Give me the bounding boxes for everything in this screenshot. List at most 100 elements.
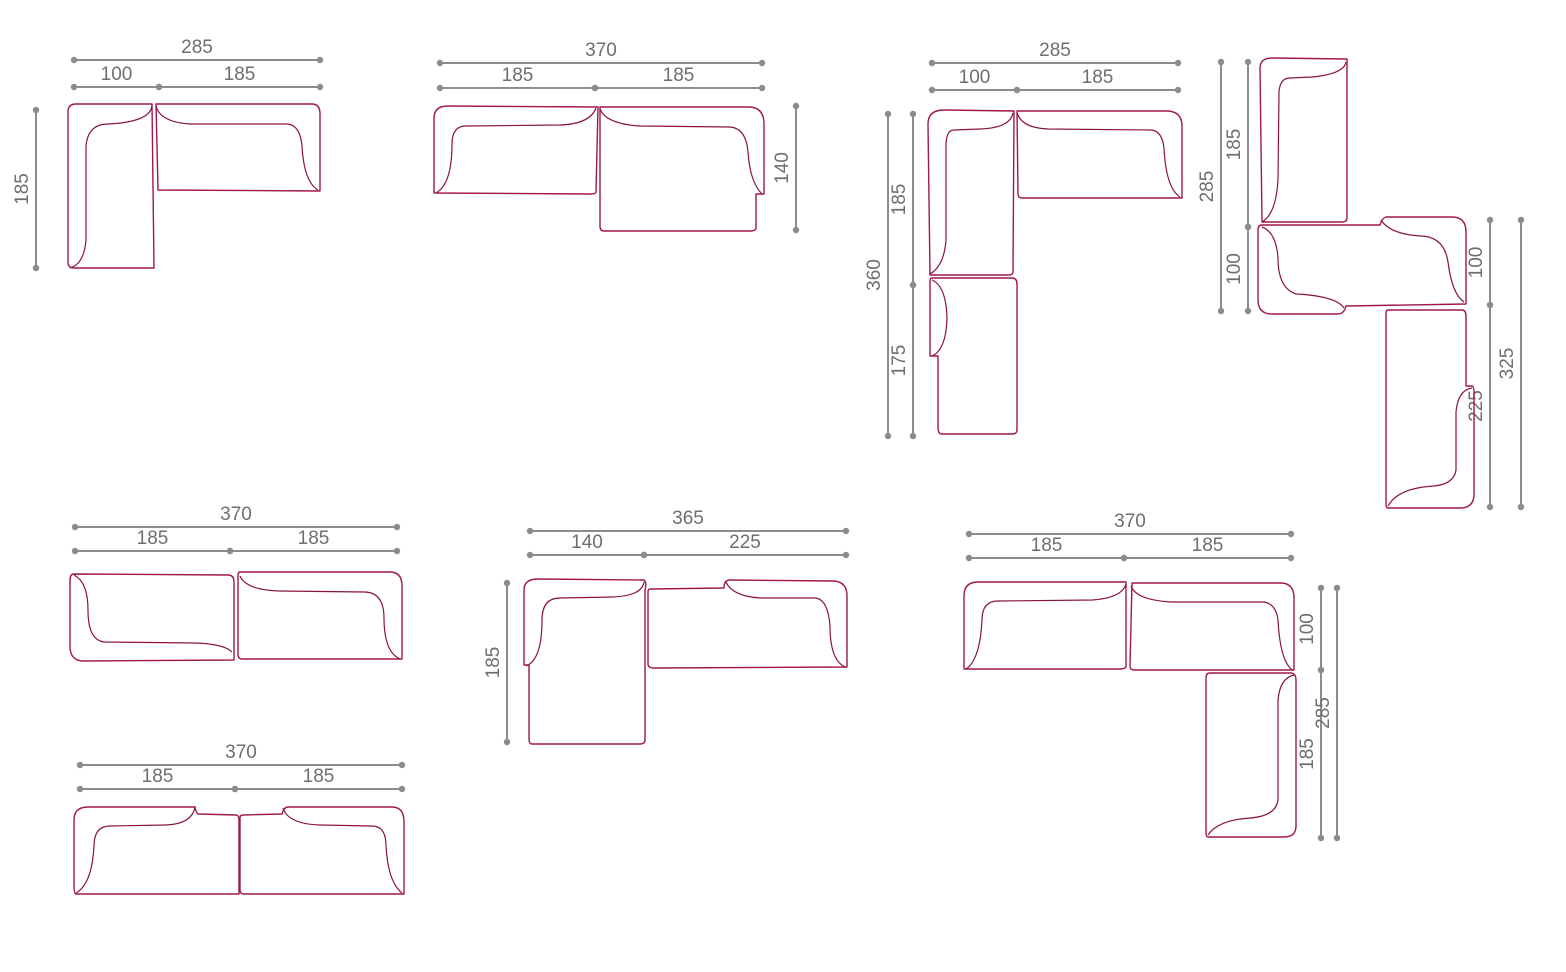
- dimension-endpoint: [436, 84, 444, 92]
- dimension-label: 185: [1224, 129, 1245, 161]
- dimension-line: 185: [1297, 666, 1325, 842]
- module-outline: [155, 103, 321, 192]
- backrest-armrest-outline: [931, 279, 948, 357]
- dimension-endpoint: [842, 527, 850, 535]
- backrest-armrest-outline: [929, 112, 1014, 275]
- dimension-line: 185: [71, 528, 234, 555]
- dimension-endpoint: [928, 86, 936, 94]
- dimension-endpoint: [398, 761, 406, 769]
- dimension-endpoint: [1174, 86, 1182, 94]
- backrest-armrest-outline: [69, 105, 153, 269]
- sofa-module: [155, 103, 321, 192]
- backrest-armrest-outline: [1387, 387, 1473, 507]
- module-outline: [599, 106, 765, 232]
- dimension-endpoint: [393, 547, 401, 555]
- dimension-label: 100: [959, 67, 991, 88]
- dimension-label: 100: [101, 64, 133, 85]
- dimension-line: 225: [1466, 301, 1494, 511]
- dimension-line: 185: [1120, 535, 1295, 562]
- dimension-endpoint: [1217, 58, 1225, 66]
- module-outline: [963, 581, 1127, 670]
- sofa-configuration: 365 140 225 185: [483, 508, 850, 746]
- dimension-line: 175: [889, 281, 917, 440]
- dimension-endpoint: [1174, 59, 1182, 67]
- dimension-line: 365: [526, 508, 850, 535]
- module-outline: [647, 579, 848, 669]
- dimension-endpoint: [1013, 86, 1021, 94]
- module-outline: [1385, 309, 1475, 509]
- dimension-label: 285: [1039, 40, 1071, 61]
- sofa-module: [433, 105, 599, 195]
- dimension-label: 185: [889, 184, 910, 216]
- dimension-line: 185: [226, 528, 401, 555]
- dimension-endpoint: [503, 579, 511, 587]
- dimension-label: 325: [1497, 348, 1518, 380]
- dimension-label: 185: [1297, 738, 1318, 770]
- dimension-label: 185: [12, 173, 33, 205]
- dimension-endpoint: [928, 59, 936, 67]
- module-outline: [433, 105, 599, 195]
- dimension-line: 185: [231, 766, 406, 793]
- dimension-line: 285: [928, 40, 1182, 67]
- dimension-label: 185: [502, 65, 534, 86]
- backrest-armrest-outline: [525, 581, 645, 667]
- dimension-endpoint: [965, 530, 973, 538]
- dimension-label: 100: [1466, 247, 1487, 279]
- dimension-endpoint: [758, 59, 766, 67]
- dimension-line: 185: [1013, 67, 1182, 94]
- dimension-endpoint: [316, 56, 324, 64]
- backrest-armrest-outline: [1207, 674, 1295, 836]
- dimension-endpoint: [1517, 503, 1525, 511]
- sofa-module: [67, 103, 155, 269]
- dimension-label: 360: [864, 259, 885, 291]
- dimension-label: 225: [729, 532, 761, 553]
- module-outline: [1259, 57, 1348, 223]
- sofa-module: [1016, 110, 1183, 199]
- dimension-endpoint: [393, 523, 401, 531]
- dimension-line: 285: [70, 37, 324, 64]
- dimension-line: 185: [483, 579, 511, 746]
- sofa-configuration: 370 185 185: [69, 504, 403, 662]
- sofa-module: [523, 578, 647, 745]
- dimension-label: 185: [303, 766, 335, 787]
- dimension-endpoint: [1486, 301, 1494, 309]
- backrest-armrest-outline: [965, 583, 1127, 670]
- dimension-line: 185: [591, 65, 766, 92]
- dimension-endpoint: [1317, 584, 1325, 592]
- dimension-endpoint: [591, 84, 599, 92]
- dimension-label: 370: [220, 504, 252, 525]
- dimension-label: 185: [1031, 535, 1063, 556]
- backrest-armrest-outline: [599, 108, 763, 195]
- dimension-endpoint: [1333, 834, 1341, 842]
- dimension-label: 140: [571, 532, 603, 553]
- dimension-endpoint: [1120, 554, 1128, 562]
- dimension-label: 285: [1197, 171, 1218, 203]
- dimension-line: 360: [864, 110, 892, 440]
- sofa-module: [647, 579, 848, 669]
- dimension-endpoint: [909, 281, 917, 289]
- dimension-endpoint: [32, 264, 40, 272]
- backrest-armrest-outline: [282, 807, 403, 894]
- dimension-endpoint: [965, 554, 973, 562]
- dimension-line: 225: [640, 532, 850, 559]
- dimension-endpoint: [503, 738, 511, 746]
- dimension-line: 185: [889, 110, 917, 289]
- sofa-module: [239, 806, 405, 895]
- dimension-label: 365: [672, 508, 704, 529]
- sofa-module: [1205, 672, 1297, 838]
- module-outline: [927, 109, 1015, 276]
- dimension-endpoint: [226, 547, 234, 555]
- dimension-line: 185: [76, 766, 239, 793]
- dimension-endpoint: [1517, 216, 1525, 224]
- dimension-endpoint: [526, 527, 534, 535]
- dimension-label: 185: [298, 528, 330, 549]
- dimension-endpoint: [1244, 58, 1252, 66]
- dimension-line: 140: [772, 102, 800, 234]
- dimension-endpoint: [1244, 307, 1252, 315]
- dimension-line: 285: [1197, 58, 1225, 315]
- dimension-label: 370: [1114, 511, 1146, 532]
- dimension-endpoint: [1287, 530, 1295, 538]
